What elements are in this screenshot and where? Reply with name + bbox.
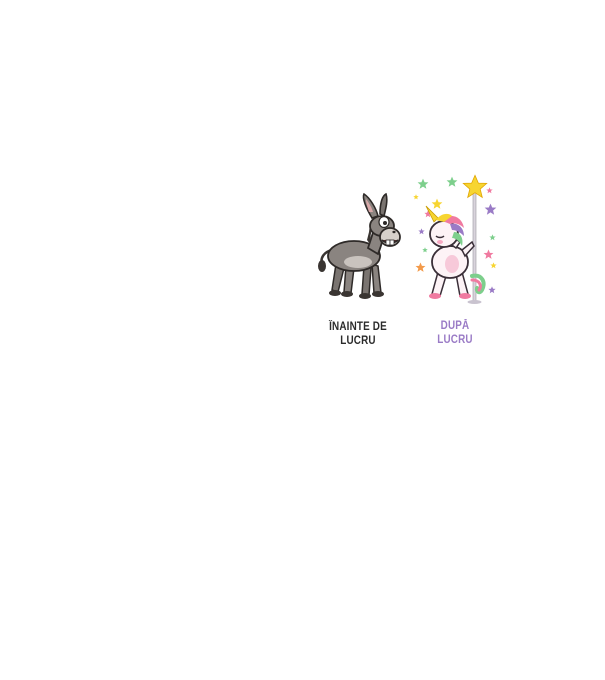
- after-caption-line1: DUPĂ: [440, 320, 470, 332]
- donkey-illustration: [318, 192, 401, 299]
- before-caption-line1: ÎNAINTE DE: [329, 321, 387, 333]
- before-caption: ÎNAINTE DE LUCRU: [324, 320, 393, 348]
- after-caption-line2: LUCRU: [437, 334, 473, 346]
- unicorn-illustration: [413, 174, 497, 304]
- before-caption-line2: LUCRU: [340, 335, 376, 347]
- after-caption: DUPĂ LUCRU: [421, 319, 490, 347]
